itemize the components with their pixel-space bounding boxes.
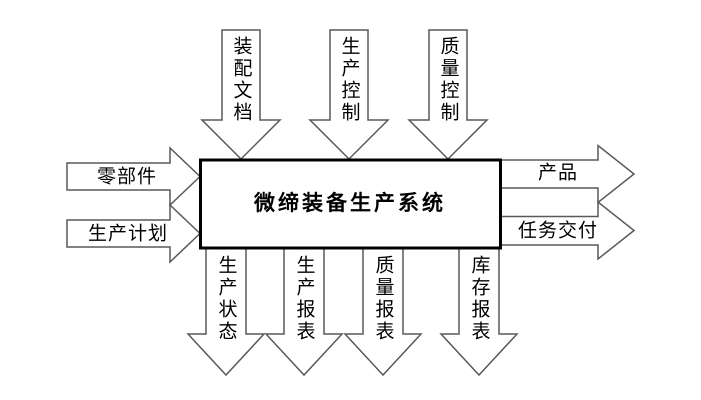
production-status-label: 生产状态	[215, 255, 237, 343]
product-arrow	[499, 143, 636, 205]
inventory-report-arrow	[439, 247, 519, 377]
quality-report-arrow	[343, 247, 423, 377]
production-plan-label: 生产计划	[87, 223, 169, 245]
product-label: 产品	[537, 162, 579, 184]
quality-control-arrow	[407, 29, 489, 161]
parts-arrow	[66, 146, 202, 207]
system-box-title: 微缔装备生产系统	[254, 192, 446, 215]
assembly-docs-arrow	[200, 29, 282, 161]
production-report-label: 生产报表	[293, 255, 315, 343]
task-delivery-label: 任务交付	[517, 220, 599, 242]
production-control-label: 生产控制	[338, 36, 360, 124]
system-box	[199, 158, 502, 250]
inventory-report-label: 库存报表	[468, 255, 490, 343]
quality-control-label: 质量控制	[437, 36, 459, 124]
task-delivery-arrow	[499, 200, 636, 261]
production-plan-arrow	[66, 203, 202, 264]
quality-report-label: 质量报表	[372, 255, 394, 343]
assembly-docs-label: 装配文档	[230, 36, 252, 124]
production-status-arrow	[186, 247, 266, 377]
production-report-arrow	[264, 247, 344, 377]
parts-label: 零部件	[96, 166, 158, 188]
production-control-arrow	[308, 29, 390, 161]
